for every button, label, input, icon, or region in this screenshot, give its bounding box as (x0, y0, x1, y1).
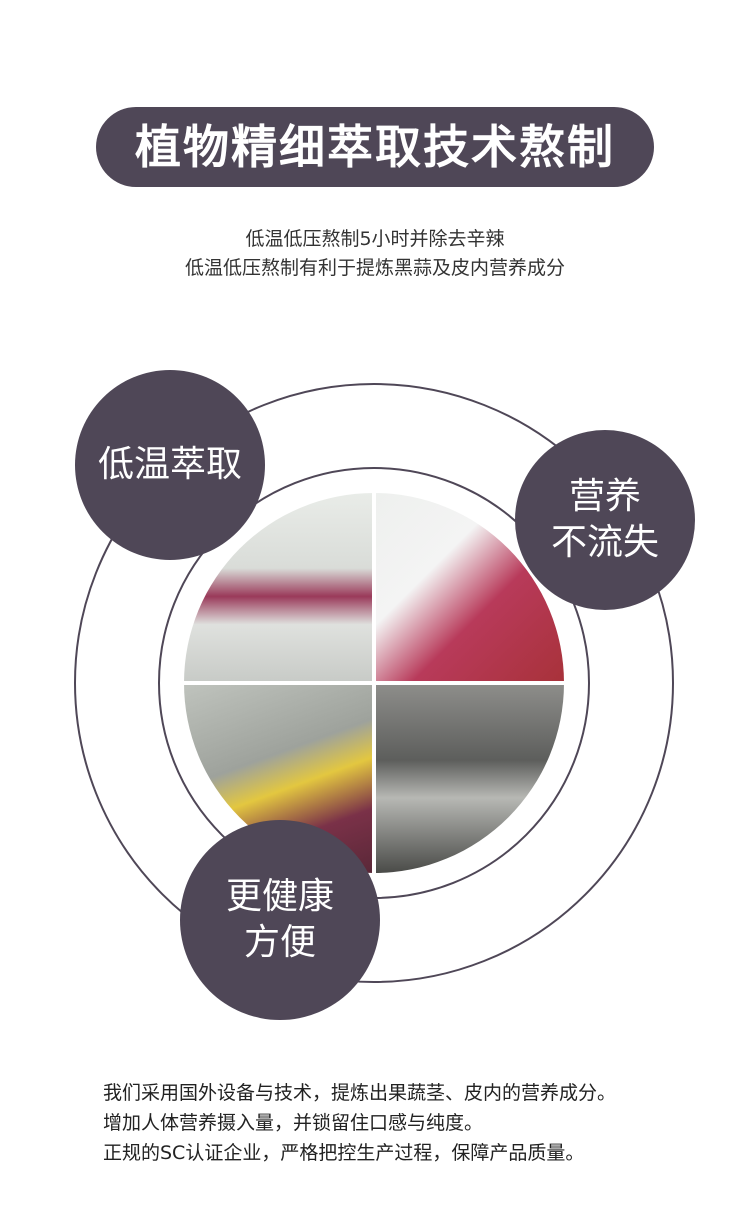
badge-text: 方便 (243, 922, 316, 963)
badge-text: 低温萃取 (97, 444, 242, 485)
badge-text: 营养 (568, 476, 641, 517)
body-line-2: 增加人体营养摄入量，并锁留住口感与纯度。 (103, 1112, 484, 1134)
outer-ring (74, 383, 674, 983)
production-photo-collage (184, 493, 564, 873)
badge-text: 更健康 (225, 876, 334, 917)
badge-low-temp-extraction: 低温萃取 (75, 370, 265, 560)
badge-text: 不流失 (550, 522, 659, 563)
badge-nutrition-retained: 营养 不流失 (515, 430, 695, 610)
subtitle-line-1: 低温低压熬制5小时并除去辛辣 (245, 228, 505, 250)
body-line-1: 我们采用国外设备与技术，提炼出果蔬茎、皮内的营养成分。 (103, 1082, 617, 1104)
photo-equipment (376, 685, 564, 873)
body-line-3: 正规的SC认证企业，严格把控生产过程，保障产品质量。 (103, 1142, 585, 1164)
badge-healthier-convenient: 更健康 方便 (180, 820, 380, 1020)
subtitle-line-2: 低温低压熬制有利于提炼黑蒜及皮内营养成分 (184, 257, 565, 279)
title-banner: 植物精细萃取技术熬制 (96, 107, 654, 187)
